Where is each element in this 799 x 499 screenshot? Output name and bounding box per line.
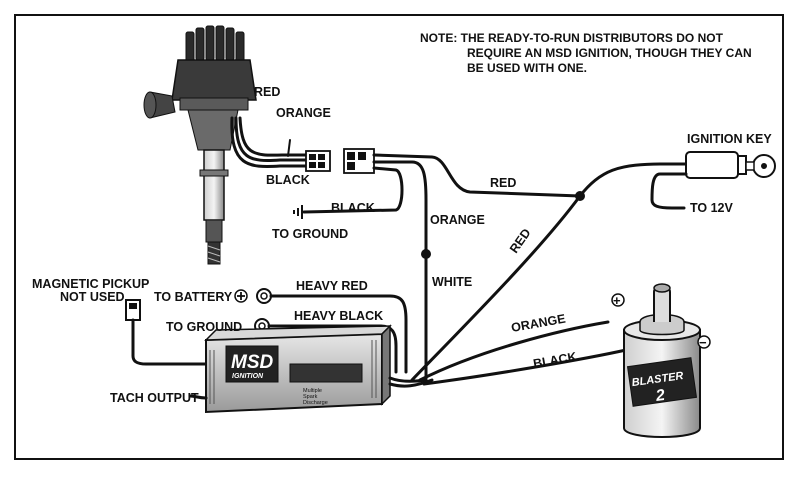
label-heavy-red: HEAVY RED [296,279,368,293]
coil-plus-terminal: + [611,293,625,308]
note-line-2: REQUIRE AN MSD IGNITION, THOUGH THEY CAN [467,46,752,60]
harness-connector [343,148,375,174]
wire-heavy-red [269,294,408,374]
coil-model-label: 2 [654,387,666,405]
junction-dot-orange [421,249,431,259]
wire-black-dist [230,116,308,168]
blaster-coil: BLASTER 2 [623,283,701,438]
distributor-connector [305,150,331,172]
battery-plus-symbol [234,289,248,303]
wire-bundle [388,376,428,383]
ignition-key [685,151,776,179]
leader-orange [287,139,291,157]
msd-brand-sub: IGNITION [232,373,264,380]
label-black-ground: BLACK [331,201,375,215]
note-text: NOTE: THE READY-TO-RUN DISTRIBUTORS DO N… [420,31,752,75]
wire-magnetic-pickup [131,318,208,366]
msd-desc-1: Multiple [303,388,322,394]
msd-desc-2: Spark [303,394,318,400]
msd-desc-3: Discharge [303,400,328,406]
wire-red-to-key [578,162,688,198]
label-to-12v: TO 12V [690,201,734,215]
label-heavy-black: HEAVY BLACK [294,309,383,323]
label-white: WHITE [432,275,472,289]
wire-red-harness [372,153,582,198]
wire-orange-harness [372,160,428,382]
wire-black-coil [422,348,628,386]
label-to-ground-top: TO GROUND [272,227,348,241]
label-red-key: RED [490,176,516,190]
battery-terminal [256,288,272,304]
label-red-dist: RED [254,85,280,99]
label-tach-output: TACH OUTPUT [110,391,199,405]
msd-ignition-box: MSD IGNITION Multiple Spark Discharge [204,324,392,414]
wire-to-12v [650,172,688,210]
label-ignition-key: IGNITION KEY [687,132,772,146]
label-to-ground-box: TO GROUND [166,320,242,334]
wire-orange-coil [418,320,610,382]
wire-orange-dist [238,116,308,157]
label-magnetic-pickup: MAGNETIC PICKUP [32,277,149,291]
note-line-1: NOTE: THE READY-TO-RUN DISTRIBUTORS DO N… [420,31,724,45]
label-to-battery: TO BATTERY [154,290,233,304]
magnetic-pickup-connector [125,299,141,321]
label-orange-vertical: ORANGE [430,213,485,227]
distributor [143,25,257,265]
label-orange-dist: ORANGE [276,106,331,120]
wire-red-dist [234,116,308,162]
wire-tach-output [188,394,208,400]
label-red-diagonal: RED [507,226,534,256]
label-not-used: NOT USED [60,290,125,304]
label-black-coil: BLACK [532,350,578,371]
ground-symbol [293,205,303,219]
wire-bundle-2 [388,378,434,388]
msd-brand-label: MSD [231,352,274,373]
label-black-dist: BLACK [266,173,310,187]
coil-minus-terminal: − [697,335,711,350]
coil-minus-symbol: − [699,335,707,350]
wire-black-ground [302,166,404,214]
coil-plus-symbol: + [613,293,621,308]
note-line-3: BE USED WITH ONE. [467,61,587,75]
wire-red-diagonal [410,194,582,382]
